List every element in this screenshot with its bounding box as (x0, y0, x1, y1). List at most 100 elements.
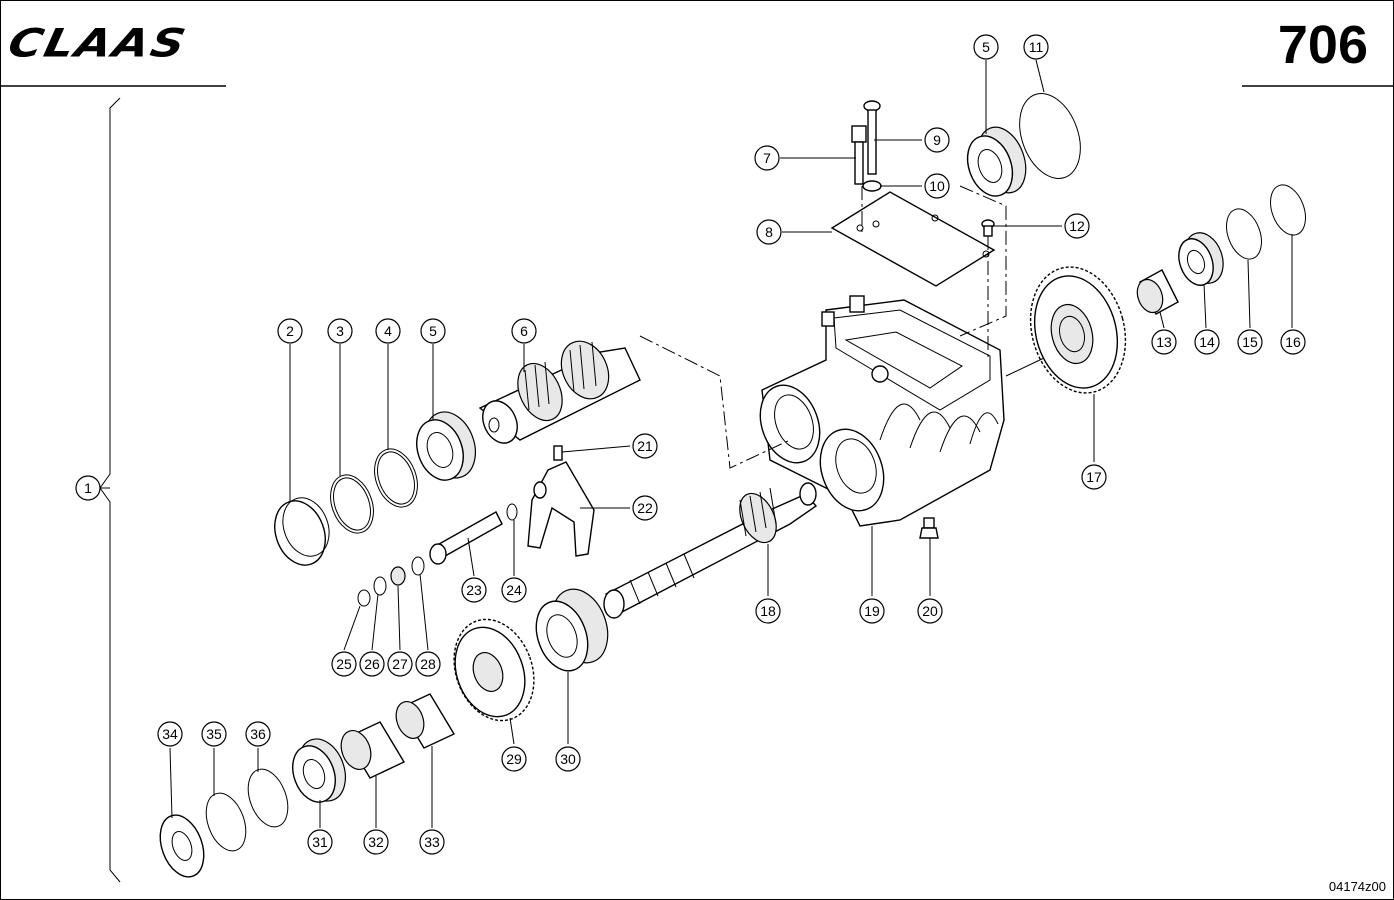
svg-text:28: 28 (420, 656, 436, 672)
svg-text:27: 27 (392, 656, 408, 672)
part-25-clip (357, 589, 371, 607)
part-2-cover (274, 497, 330, 566)
svg-text:23: 23 (466, 582, 482, 598)
svg-text:1: 1 (84, 480, 92, 496)
callout-20: 20 (917, 598, 943, 624)
callout-27: 27 (387, 651, 413, 677)
part-36-ring (247, 768, 289, 828)
part-35-circlip (205, 792, 247, 852)
svg-text:12: 12 (1069, 218, 1085, 234)
svg-text:9: 9 (933, 132, 941, 148)
part-26-ring (373, 576, 387, 596)
callout-11: 11 (1023, 34, 1049, 60)
callout-33: 33 (419, 829, 445, 855)
part-21-set-screw (553, 445, 563, 461)
assembly-bracket (99, 97, 121, 883)
part-5-bearing-top (966, 126, 1027, 197)
svg-text:17: 17 (1086, 469, 1102, 485)
callout-6: 6 (511, 318, 537, 344)
svg-text:26: 26 (364, 656, 380, 672)
drawing-code: 04174z00 (1328, 879, 1386, 894)
svg-text:11: 11 (1029, 39, 1044, 55)
part-34-washer (159, 814, 205, 878)
svg-text:32: 32 (368, 834, 384, 850)
part-16-ring (1270, 184, 1306, 236)
part-32-bush (340, 721, 405, 779)
callout-22: 22 (632, 495, 658, 521)
part-24-ring (506, 503, 518, 521)
callout-1: 1 (75, 475, 101, 501)
part-28-ring (411, 556, 425, 576)
callout-32: 32 (363, 829, 389, 855)
part-11-o-ring (1019, 93, 1081, 179)
callout-10: 10 (924, 173, 950, 199)
part-33-bush (395, 693, 455, 749)
part-22-shift-fork (527, 461, 595, 557)
part-30-sleeve (535, 588, 609, 672)
part-14-bearing (1178, 232, 1224, 286)
callout-9: 9 (924, 127, 950, 153)
svg-text:10: 10 (929, 178, 945, 194)
callout-15: 15 (1237, 329, 1263, 355)
callout-36: 36 (245, 721, 271, 747)
callout-16: 16 (1280, 329, 1306, 355)
part-9-bolt (863, 100, 881, 175)
leader-lines (100, 59, 1293, 828)
part-5-bearing-left (416, 411, 476, 481)
callout-4: 4 (375, 318, 401, 344)
callout-35: 35 (201, 721, 227, 747)
callout-23: 23 (461, 577, 487, 603)
part-31-bearing (292, 738, 346, 803)
part-7-bolt (851, 125, 867, 185)
svg-text:7: 7 (763, 150, 771, 166)
callout-7: 7 (754, 145, 780, 171)
callout-18: 18 (755, 598, 781, 624)
svg-text:15: 15 (1242, 334, 1258, 350)
callout-8: 8 (756, 219, 782, 245)
svg-text:35: 35 (206, 726, 222, 742)
callout-34: 34 (157, 721, 183, 747)
part-8-cover-plate (830, 191, 996, 287)
svg-text:8: 8 (765, 224, 773, 240)
svg-text:19: 19 (864, 603, 880, 619)
svg-text:24: 24 (506, 582, 522, 598)
part-6-pinion-shaft (478, 340, 641, 444)
part-29-gear (453, 618, 535, 722)
svg-text:5: 5 (429, 323, 437, 339)
part-18-main-shaft (603, 482, 818, 619)
callout-5-left: 5 (420, 318, 446, 344)
part-27-bush (390, 566, 406, 586)
svg-text:4: 4 (384, 323, 392, 339)
part-4-ring (374, 448, 418, 508)
svg-text:18: 18 (760, 603, 776, 619)
svg-text:6: 6 (520, 323, 528, 339)
svg-text:33: 33 (424, 834, 440, 850)
svg-text:20: 20 (922, 603, 938, 619)
callout-26: 26 (359, 651, 385, 677)
part-20-plug (919, 517, 939, 539)
svg-text:25: 25 (336, 656, 352, 672)
part-19-gearbox-housing (759, 295, 1005, 527)
part-15-circlip (1226, 208, 1262, 260)
part-23-shaft (429, 511, 503, 565)
callout-29: 29 (501, 746, 527, 772)
callout-3: 3 (327, 318, 353, 344)
callout-5-top: 5 (973, 34, 999, 60)
svg-text:13: 13 (1156, 334, 1172, 350)
part-12-screw (981, 219, 995, 237)
part-10-washer (862, 180, 882, 192)
svg-text:34: 34 (162, 726, 178, 742)
page-number: 706 (1277, 15, 1368, 75)
callout-30: 30 (555, 746, 581, 772)
callout-31: 31 (307, 829, 333, 855)
svg-text:14: 14 (1199, 334, 1215, 350)
callout-28: 28 (415, 651, 441, 677)
svg-text:3: 3 (336, 323, 344, 339)
callout-19: 19 (859, 598, 885, 624)
callout-25: 25 (331, 651, 357, 677)
callout-24: 24 (501, 577, 527, 603)
part-3-circlip (330, 474, 374, 534)
svg-text:16: 16 (1285, 334, 1301, 350)
svg-text:22: 22 (637, 500, 653, 516)
